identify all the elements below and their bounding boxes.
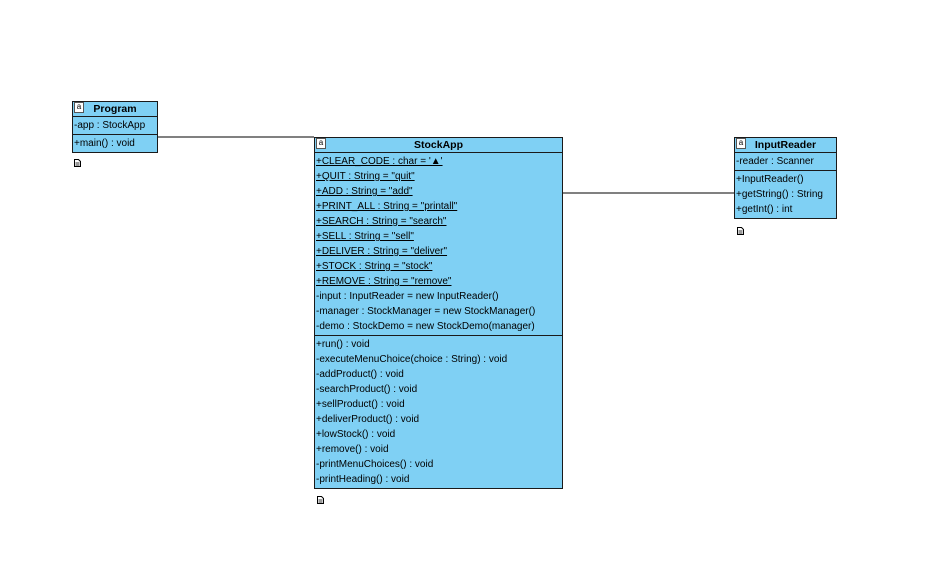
operation: -addProduct() : void (316, 369, 404, 380)
class-program[interactable]: Program -app : StockApp +main() : void (72, 101, 158, 153)
attribute: -app : StockApp (74, 120, 146, 131)
attribute: -demo : StockDemo = new StockDemo(manage… (316, 321, 535, 332)
static-attribute: +CLEAR_CODE : char = '▲' (316, 156, 443, 167)
operation: +getInt() : int (736, 204, 793, 215)
operation: -executeMenuChoice(choice : String) : vo… (316, 354, 508, 365)
class-name: Program (93, 103, 137, 115)
static-attribute: +DELIVER : String = "deliver" (316, 246, 448, 257)
attributes-section: -reader : Scanner (735, 153, 836, 171)
class-header: Program (73, 102, 157, 117)
static-attribute: +PRINT_ALL : String = "printall" (316, 201, 458, 212)
class-header: InputReader (735, 138, 836, 153)
static-attribute: +QUIT : String = "quit" (316, 171, 415, 182)
document-icon (737, 227, 744, 235)
operation: +InputReader() (736, 174, 804, 185)
operation: +remove() : void (316, 444, 389, 455)
operation: -searchProduct() : void (316, 384, 418, 395)
document-icon (317, 496, 324, 504)
class-stockapp[interactable]: StockApp +CLEAR_CODE : char = '▲' +QUIT … (314, 137, 563, 489)
static-attribute: +SEARCH : String = "search" (316, 216, 447, 227)
operation: -printMenuChoices() : void (316, 459, 434, 470)
operations-section: +InputReader() +getString() : String +ge… (735, 171, 836, 218)
operation: +getString() : String (736, 189, 823, 200)
operations-section: +main() : void (73, 135, 157, 152)
operation: +run() : void (316, 339, 370, 350)
class-icon (736, 138, 746, 149)
attributes-section: -app : StockApp (73, 117, 157, 135)
operations-section: +run() : void -executeMenuChoice(choice … (315, 336, 562, 488)
attributes-section: +CLEAR_CODE : char = '▲' +QUIT : String … (315, 153, 562, 336)
operation: +deliverProduct() : void (316, 414, 420, 425)
static-attribute: +STOCK : String = "stock" (316, 261, 433, 272)
class-name: InputReader (754, 139, 817, 151)
static-attribute: +SELL : String = "sell" (316, 231, 414, 242)
operation: +main() : void (74, 138, 135, 149)
operation: +lowStock() : void (316, 429, 396, 440)
attribute: -manager : StockManager = new StockManag… (316, 306, 536, 317)
class-header: StockApp (315, 138, 562, 153)
static-attribute: +REMOVE : String = "remove" (316, 276, 452, 287)
operation: -printHeading() : void (316, 474, 410, 485)
attribute: -reader : Scanner (736, 156, 814, 167)
class-inputreader[interactable]: InputReader -reader : Scanner +InputRead… (734, 137, 837, 219)
static-attribute: +ADD : String = "add" (316, 186, 413, 197)
document-icon (74, 159, 81, 167)
operation: +sellProduct() : void (316, 399, 405, 410)
class-name: StockApp (413, 139, 463, 151)
class-icon (74, 102, 84, 113)
attribute: -input : InputReader = new InputReader() (316, 291, 499, 302)
class-icon (316, 138, 326, 149)
